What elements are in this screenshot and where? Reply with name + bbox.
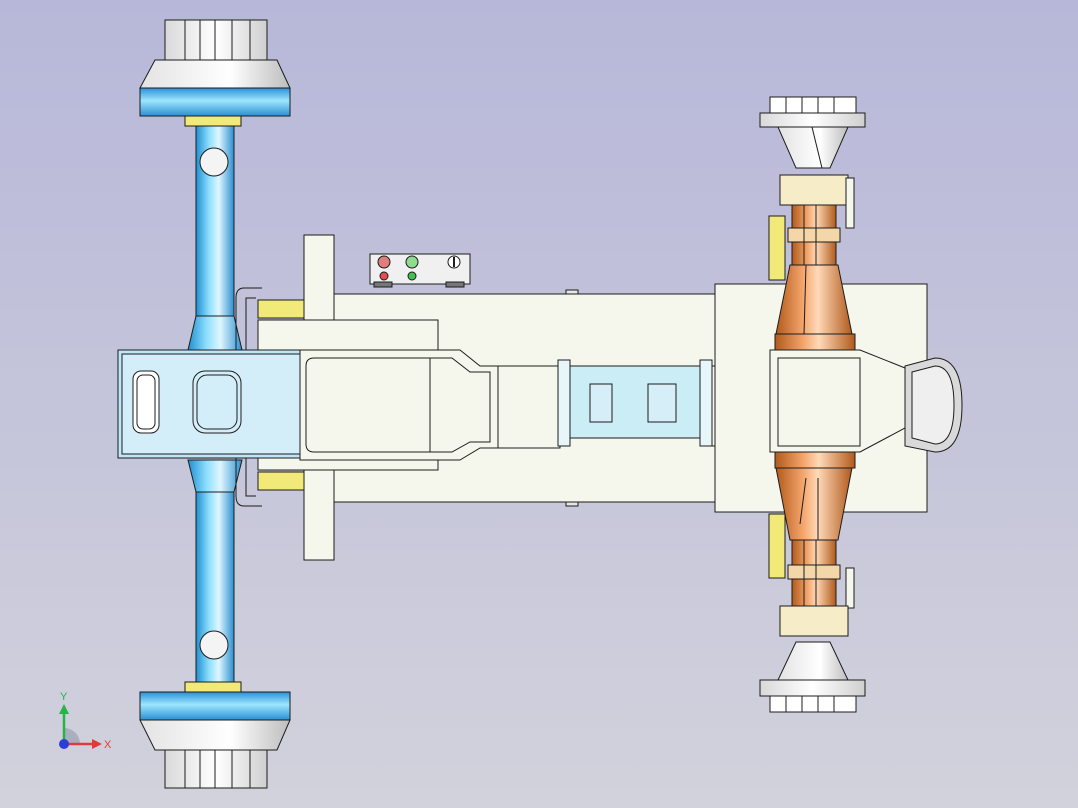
red-indicator[interactable] xyxy=(377,255,391,269)
front-frame[interactable] xyxy=(117,349,329,459)
frame-slot-2 xyxy=(192,370,242,434)
yellow-block-top xyxy=(257,299,305,319)
yellow-block-bottom xyxy=(257,471,305,491)
drive-shaft[interactable] xyxy=(299,349,783,461)
kingpin-lower xyxy=(199,630,229,660)
y-axis-label: Y xyxy=(60,691,68,703)
z-axis-dot xyxy=(59,739,69,749)
control-panel[interactable] xyxy=(369,253,471,288)
frame-slot-1 xyxy=(132,370,160,434)
kingpin-upper xyxy=(199,147,229,177)
green-indicator[interactable] xyxy=(405,255,419,269)
drive-wheel-top[interactable] xyxy=(759,96,866,229)
red-button[interactable] xyxy=(379,271,389,281)
steer-wheel-bottom[interactable] xyxy=(139,681,291,789)
green-button[interactable] xyxy=(407,271,417,281)
steer-wheel-top[interactable] xyxy=(139,19,291,127)
coordinate-triad: Y X xyxy=(59,691,112,751)
rotary-switch-icon[interactable] xyxy=(447,255,461,269)
drive-axle[interactable] xyxy=(714,96,963,713)
drive-wheel-bottom[interactable] xyxy=(759,567,866,713)
steer-axle[interactable] xyxy=(139,19,291,789)
x-axis-label: X xyxy=(104,739,112,751)
